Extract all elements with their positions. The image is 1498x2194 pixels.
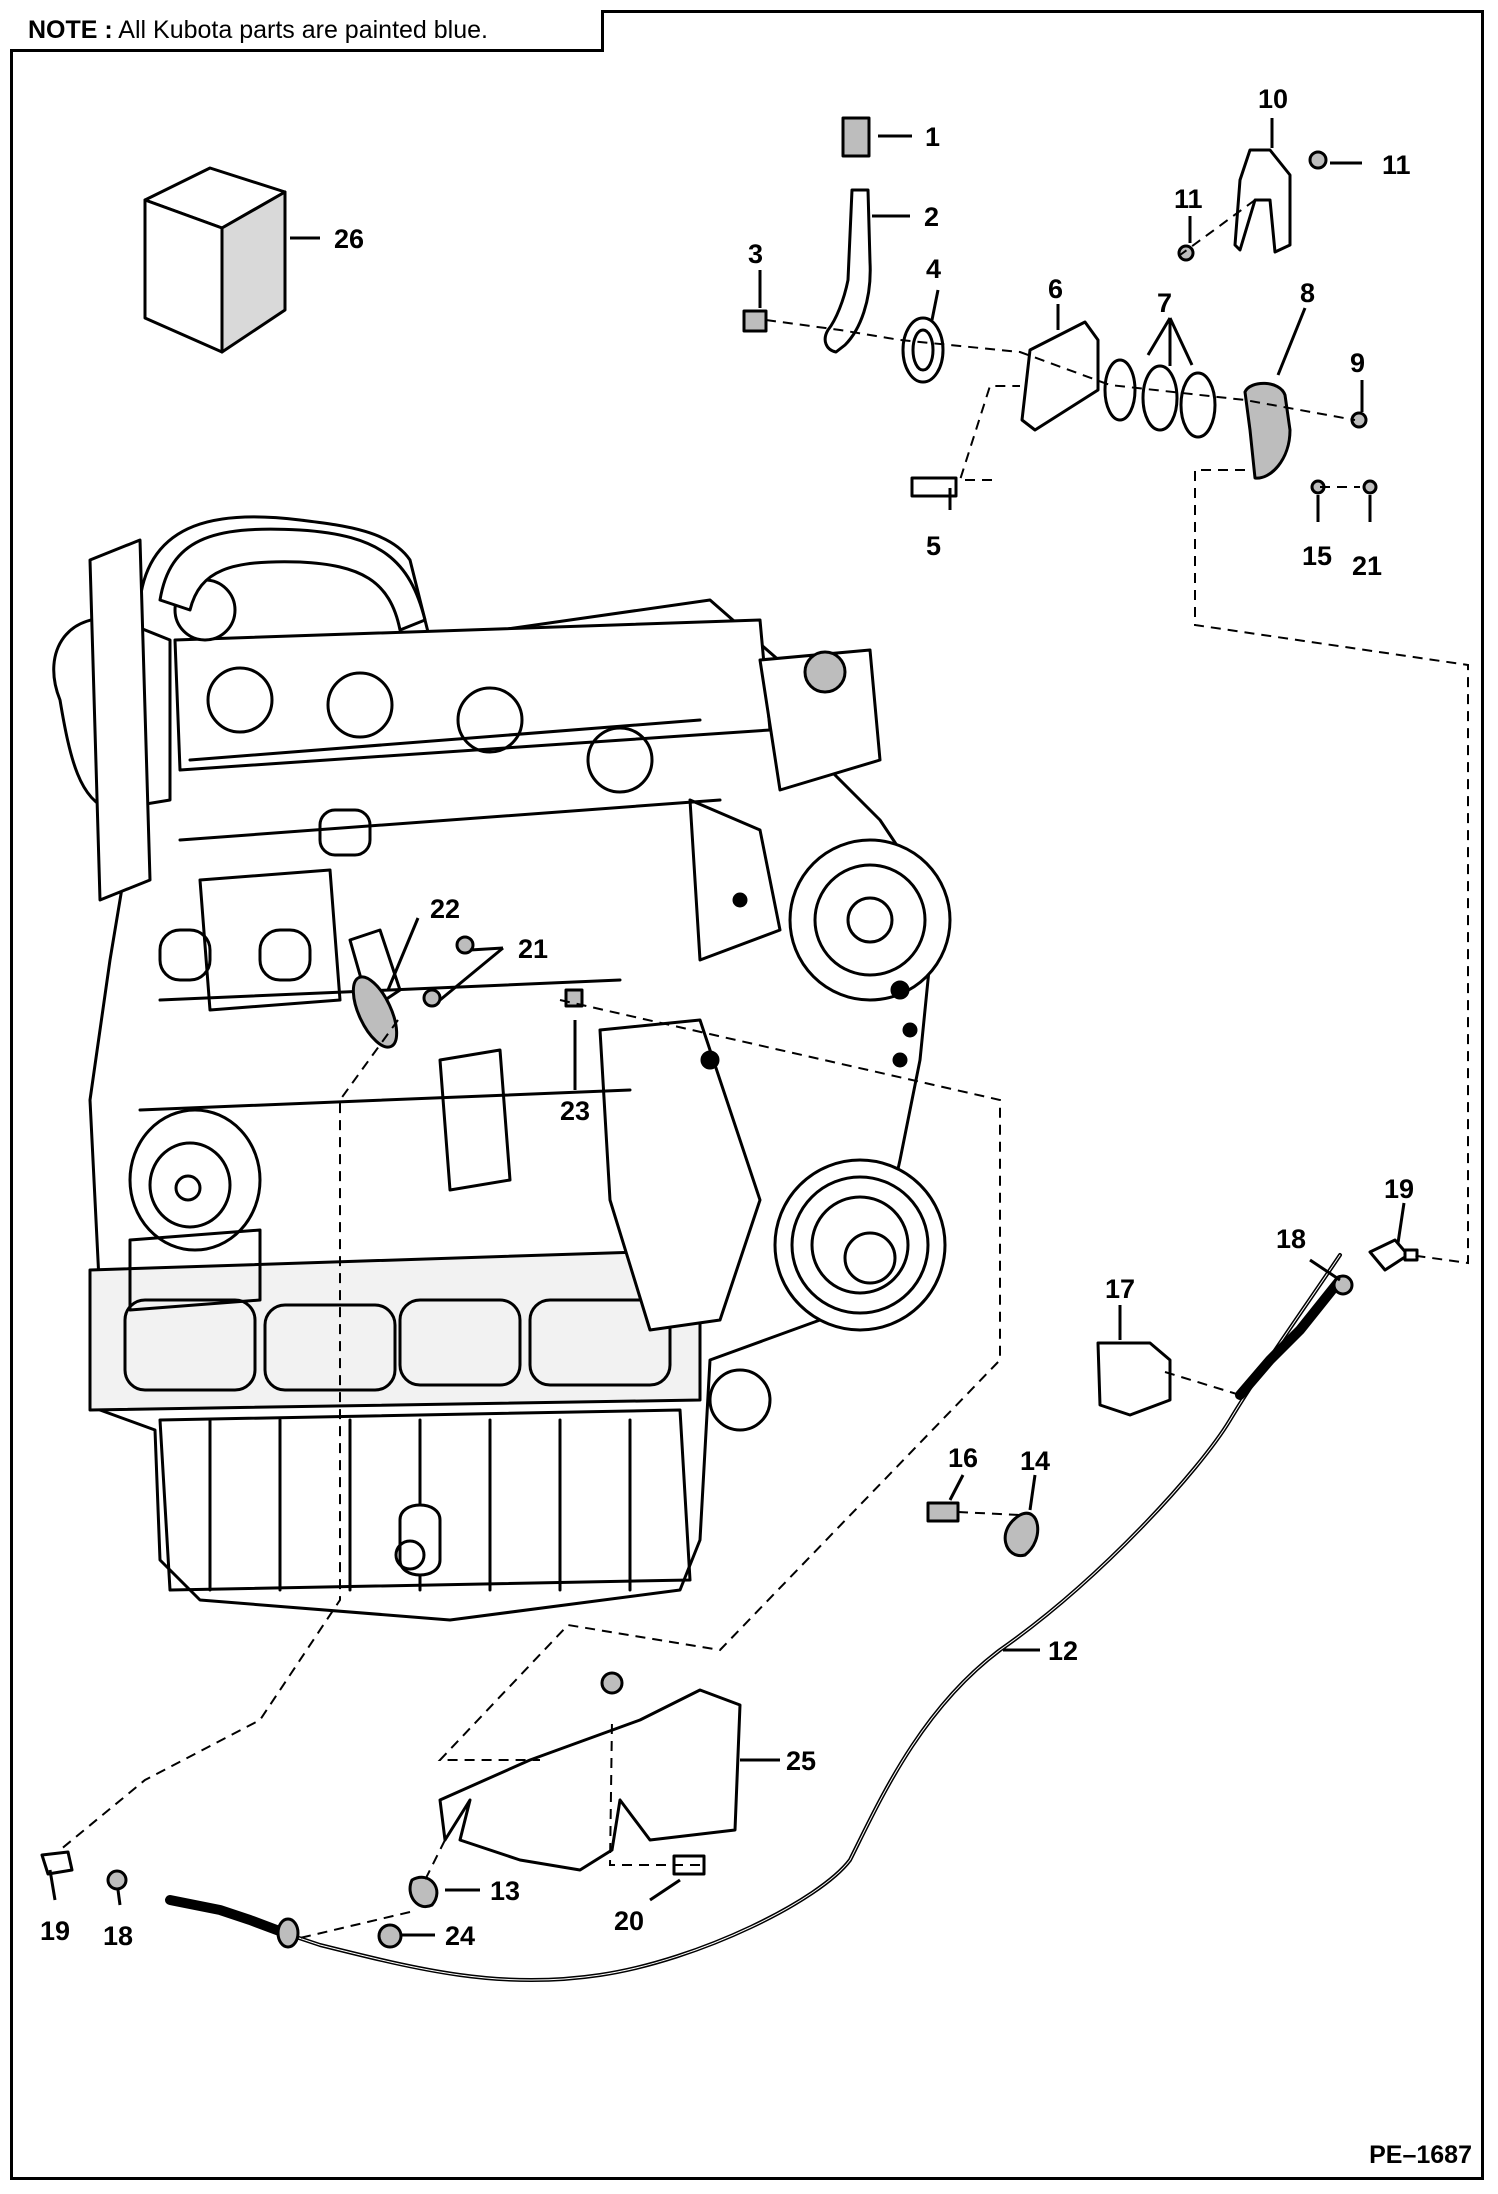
seal-part-7c	[1179, 371, 1217, 439]
nut-part-21-b	[422, 988, 442, 1008]
engine-assembly	[52, 515, 952, 1622]
pin-part-19-lower	[40, 1850, 74, 1876]
callout-4: 4	[926, 254, 941, 284]
drawing-code: PE–1687	[1369, 2141, 1472, 2169]
callout-3: 3	[748, 239, 763, 269]
screw-part-3	[742, 309, 768, 333]
callout-7: 7	[1157, 288, 1172, 318]
nut-part-18-lower	[106, 1869, 128, 1891]
box-part-26	[143, 166, 287, 354]
callout-24: 24	[445, 1921, 475, 1951]
clip-part-17	[1096, 1341, 1172, 1417]
hub-part-8	[1243, 381, 1292, 480]
callout-20: 20	[614, 1906, 644, 1936]
callout-5: 5	[926, 531, 941, 561]
bracket-part-25	[438, 1688, 742, 1872]
pin-part-19-upper	[1368, 1238, 1410, 1272]
callout-16: 16	[948, 1443, 978, 1473]
cable-end-fitting-lower	[165, 1895, 295, 1940]
bracket-part-6	[1020, 320, 1100, 432]
callout-14: 14	[1020, 1446, 1050, 1476]
bolt-part-5	[910, 476, 958, 498]
callout-23: 23	[560, 1096, 590, 1126]
callout-13: 13	[490, 1876, 520, 1906]
callout-11-left: 11	[1174, 184, 1203, 214]
callout-labels: 1 2 3 4 5 6 7 8 9 10 11 11 15 21 26 22 2…	[40, 84, 1414, 1951]
callout-10: 10	[1258, 84, 1288, 114]
callout-18-upper: 18	[1276, 1224, 1306, 1254]
callout-22: 22	[430, 894, 460, 924]
seal-part-7b	[1141, 364, 1179, 432]
callout-19-lower: 19	[40, 1916, 70, 1946]
nut-part-21-a	[455, 935, 475, 955]
cable-end-fitting-upper	[1235, 1275, 1345, 1400]
nut-part-23	[564, 988, 584, 1008]
nut-part-24	[377, 1923, 403, 1949]
pin-part-11-right	[1308, 150, 1328, 170]
callout-9: 9	[1350, 348, 1365, 378]
clamp-part-14	[1003, 1511, 1040, 1557]
callout-12: 12	[1048, 1636, 1078, 1666]
callout-8: 8	[1300, 278, 1315, 308]
knob-part-1	[841, 116, 871, 158]
note-prefix: NOTE :	[28, 16, 113, 44]
dashed-guides	[59, 199, 1469, 1939]
nut-part-21	[1362, 479, 1378, 495]
callout-21-upper: 21	[1352, 551, 1382, 581]
callout-1: 1	[925, 122, 940, 152]
callout-18-lower: 18	[103, 1921, 133, 1951]
lever-part-2	[823, 188, 872, 354]
callout-26: 26	[334, 224, 364, 254]
callout-11-right: 11	[1382, 150, 1411, 180]
bracket-part-10	[1233, 148, 1292, 254]
callout-19-upper: 19	[1384, 1174, 1414, 1204]
callout-25: 25	[786, 1746, 816, 1776]
callout-17: 17	[1105, 1274, 1135, 1304]
leader-lines	[48, 118, 1406, 1937]
nut-part-25	[600, 1671, 624, 1695]
washer-part-4	[901, 316, 945, 384]
page-frame	[10, 10, 1484, 2180]
note-box: NOTE : All Kubota parts are painted blue…	[10, 10, 604, 52]
note-text: All Kubota parts are painted blue.	[118, 16, 488, 44]
plate-part-22	[351, 975, 399, 1049]
seal-part-7a	[1103, 358, 1137, 422]
callout-6: 6	[1048, 274, 1063, 304]
callout-21-engine: 21	[518, 934, 548, 964]
callout-15: 15	[1302, 541, 1332, 571]
clamp-part-13	[408, 1875, 439, 1909]
callout-2: 2	[924, 202, 939, 232]
bolt-part-16	[926, 1501, 960, 1523]
nut-part-11-left	[1177, 244, 1195, 262]
